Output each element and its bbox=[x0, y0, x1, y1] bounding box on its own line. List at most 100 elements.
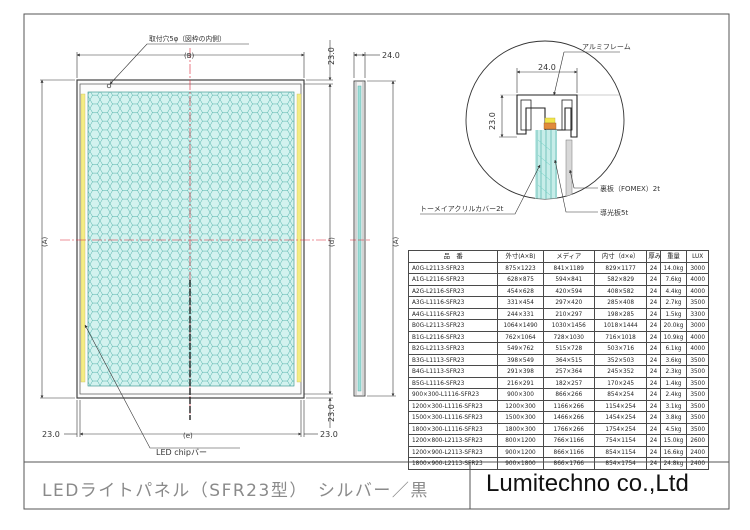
table-cell: 3500 bbox=[686, 388, 709, 401]
table-cell: 24 bbox=[646, 307, 661, 320]
table-cell: 182×257 bbox=[542, 376, 595, 389]
table-cell: 24 bbox=[646, 422, 661, 435]
table-header-row: 品 番 外寸(A×B) メディア 内寸（d×e） 厚み 重量 LUX bbox=[407, 250, 709, 263]
col-header: 厚み bbox=[646, 250, 661, 263]
table-cell: 866×266 bbox=[542, 388, 595, 401]
table-cell: 2.3kg bbox=[659, 365, 688, 378]
detail-acrylic-label: トーメイアクリルカバー2t bbox=[420, 205, 504, 213]
table-cell: 4000 bbox=[686, 342, 709, 355]
table-cell: 398×549 bbox=[497, 353, 544, 366]
col-header: 重量 bbox=[659, 250, 688, 263]
table-cell: 841×1189 bbox=[542, 261, 595, 274]
table-cell: 2.4kg bbox=[659, 388, 688, 401]
mount-hole-note: 取付穴5φ（図枠の内側） bbox=[149, 34, 226, 43]
table-cell: B3G-L1113-SFR23 bbox=[407, 353, 499, 366]
table-cell: 900×300-L1116-SFR23 bbox=[407, 388, 499, 401]
detail-light-guide-label: 導光板5t bbox=[600, 208, 628, 217]
table-cell: B0G-L2113-SFR23 bbox=[407, 319, 499, 332]
table-cell: 829×1177 bbox=[593, 261, 648, 274]
table-cell: 408×582 bbox=[593, 284, 648, 297]
table-cell: 1200×800-L2113-SFR23 bbox=[407, 434, 499, 447]
table-cell: 24 bbox=[646, 273, 661, 286]
table-cell: 1200×300-L1116-SFR23 bbox=[407, 399, 499, 412]
table-cell: 3300 bbox=[686, 307, 709, 320]
dim-23-top: 23.0 bbox=[327, 47, 336, 65]
table-cell: 3500 bbox=[686, 399, 709, 412]
table-cell: 3500 bbox=[686, 422, 709, 435]
detail-back-board-label: 裏板（FOMEX）2t bbox=[600, 184, 660, 193]
table-cell: 716×1018 bbox=[593, 330, 648, 343]
table-cell: 364×515 bbox=[542, 353, 595, 366]
label-b: (B) bbox=[184, 52, 195, 60]
table-cell: 1800×900-L2113-SFR23 bbox=[407, 457, 499, 470]
table-cell: 24.8kg bbox=[659, 457, 688, 470]
table-cell: 1500×300 bbox=[497, 411, 544, 424]
table-cell: 24 bbox=[646, 319, 661, 332]
table-cell: 291×398 bbox=[497, 365, 544, 378]
table-cell: 1800×300-L1116-SFR23 bbox=[407, 422, 499, 435]
table-cell: 216×291 bbox=[497, 376, 544, 389]
table-cell: 4.4kg bbox=[659, 284, 688, 297]
table-cell: 503×716 bbox=[593, 342, 648, 355]
led-bar-leader bbox=[84, 324, 240, 449]
table-cell: A0G-L2113-SFR23 bbox=[407, 261, 499, 274]
col-header: LUX bbox=[686, 250, 709, 263]
table-cell: 1200×300 bbox=[497, 399, 544, 412]
table-cell: 762×1064 bbox=[497, 330, 544, 343]
table-cell: 866×1766 bbox=[542, 457, 595, 470]
table-cell: 257×364 bbox=[542, 365, 595, 378]
table-cell: 7.6kg bbox=[659, 273, 688, 286]
table-cell: 3500 bbox=[686, 353, 709, 366]
hex-pattern bbox=[87, 91, 295, 387]
table-cell: 3000 bbox=[686, 319, 709, 332]
dim-23-detail: 23.0 bbox=[488, 112, 497, 130]
table-cell: 3500 bbox=[686, 365, 709, 378]
table-cell: 4000 bbox=[686, 330, 709, 343]
table-cell: 854×1154 bbox=[593, 445, 648, 458]
table-cell: 1018×1444 bbox=[593, 319, 648, 332]
label-a-left: (A) bbox=[41, 236, 49, 247]
table-cell: 800×1200 bbox=[497, 434, 544, 447]
table-cell: 24 bbox=[646, 457, 661, 470]
mount-hole-leader bbox=[109, 43, 249, 85]
table-cell: 3500 bbox=[686, 411, 709, 424]
table-cell: 1.5kg bbox=[659, 307, 688, 320]
table-cell: 1800×300 bbox=[497, 422, 544, 435]
detail-frame-label: アルミフレーム bbox=[582, 43, 631, 51]
table-cell: A3G-L1116-SFR23 bbox=[407, 296, 499, 309]
led-bar-note: LED chipバー bbox=[156, 448, 207, 457]
table-cell: 245×352 bbox=[593, 365, 648, 378]
table-cell: 24 bbox=[646, 365, 661, 378]
dim-24-side: 24.0 bbox=[382, 51, 400, 60]
table-cell: 1454×254 bbox=[593, 411, 648, 424]
table-cell: 3.1kg bbox=[659, 399, 688, 412]
table-cell: 24 bbox=[646, 353, 661, 366]
table-cell: B2G-L2113-SFR23 bbox=[407, 342, 499, 355]
spec-table: 品 番 外寸(A×B) メディア 内寸（d×e） 厚み 重量 LUX A0G-L… bbox=[407, 250, 709, 470]
label-a-side: (A) bbox=[392, 236, 400, 247]
table-cell: B4G-L1113-SFR23 bbox=[407, 365, 499, 378]
col-header: 内寸（d×e） bbox=[593, 250, 648, 263]
mount-hole bbox=[106, 83, 112, 89]
table-cell: 24 bbox=[646, 411, 661, 424]
table-cell: 549×762 bbox=[497, 342, 544, 355]
table-cell: A4G-L1116-SFR23 bbox=[407, 307, 499, 320]
company-name: Lumitechno co.,Ltd bbox=[486, 470, 689, 497]
table-cell: 1064×1490 bbox=[497, 319, 544, 332]
table-cell: 4000 bbox=[686, 273, 709, 286]
table-cell: 900×1800 bbox=[497, 457, 544, 470]
front-view bbox=[60, 48, 330, 420]
table-cell: 24 bbox=[646, 296, 661, 309]
label-d: (d) bbox=[328, 237, 336, 247]
table-cell: 1.4kg bbox=[659, 376, 688, 389]
